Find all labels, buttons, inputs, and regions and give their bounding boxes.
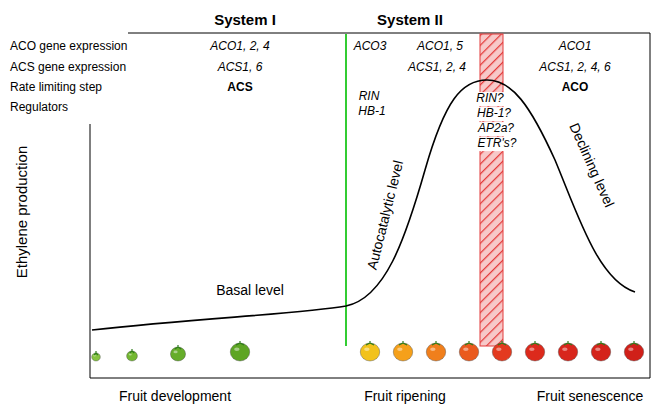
- tomato-highlight: [496, 348, 501, 352]
- gene-list: ACO3: [354, 40, 387, 54]
- gene-list: ACS1, 2, 4: [408, 61, 466, 75]
- tomato-row: [92, 341, 644, 361]
- gene-list: ACS1, 6: [218, 61, 263, 75]
- regulator-name: HB-1: [358, 105, 385, 119]
- tomato-calyx: [597, 341, 605, 345]
- stage-label: Fruit development: [119, 388, 231, 404]
- tomato-calyx: [130, 349, 135, 353]
- tomato: [558, 343, 577, 361]
- row-label: ACO gene expression: [10, 40, 127, 54]
- stage-label: Fruit senescence: [537, 388, 644, 404]
- tomato-calyx: [630, 341, 638, 345]
- system-divider: [345, 34, 347, 346]
- tomato: [459, 343, 478, 361]
- curve-label: Declining level: [566, 120, 617, 209]
- tomato-highlight: [430, 348, 435, 352]
- gene-list: ACS1, 2, 4, 6: [539, 61, 610, 75]
- tomato-highlight: [562, 348, 567, 352]
- tomato: [426, 343, 445, 361]
- tomato: [92, 353, 101, 361]
- tomato: [170, 347, 185, 361]
- row-label: ACS gene expression: [10, 61, 126, 75]
- rate-limiting-step: ACS: [227, 81, 252, 95]
- regulator-name: AP2a?: [476, 122, 516, 136]
- tomato: [393, 343, 412, 361]
- gene-list: ACO1, 2, 4: [210, 40, 269, 54]
- tomato-calyx: [236, 341, 244, 345]
- regulator-name: ETR's?: [476, 137, 519, 151]
- tomato-highlight: [364, 348, 369, 352]
- curve-label: Basal level: [216, 282, 284, 298]
- tomato-calyx: [175, 345, 181, 349]
- tomato-calyx: [465, 341, 473, 345]
- tomato-calyx: [531, 341, 539, 345]
- tomato-calyx: [432, 341, 440, 345]
- tomato-highlight: [129, 354, 132, 356]
- axis-title: Ethylene production: [13, 146, 30, 279]
- tomato-highlight: [173, 351, 177, 354]
- tomato-highlight: [463, 348, 468, 352]
- row-label: Rate limiting step: [10, 81, 102, 95]
- tomato-calyx: [399, 341, 407, 345]
- tomato: [360, 343, 379, 361]
- chart-frame: [90, 33, 650, 378]
- rate-limiting-step: ACO: [562, 81, 589, 95]
- tomato-highlight: [397, 348, 402, 352]
- regulator-name: HB-1?: [475, 107, 513, 121]
- tomato-calyx: [564, 341, 572, 345]
- gene-list: ACO1, 5: [417, 40, 463, 54]
- system-title: System II: [377, 11, 443, 28]
- tomato: [492, 343, 511, 361]
- regulator-name: RIN: [359, 90, 380, 104]
- gene-list: ACO1: [559, 40, 592, 54]
- tomato-calyx: [366, 341, 374, 345]
- system-title: System I: [214, 11, 276, 28]
- tomato-highlight: [234, 348, 239, 352]
- tomato: [624, 343, 643, 361]
- tomato-highlight: [628, 348, 633, 352]
- ethylene-curve: [92, 80, 635, 330]
- regulator-name: RIN?: [474, 92, 505, 106]
- tomato: [591, 343, 610, 361]
- tomato: [230, 343, 249, 361]
- tomato-calyx: [94, 351, 98, 355]
- tomato-highlight: [529, 348, 534, 352]
- curve-label: Autocatalytic level: [364, 159, 407, 272]
- tomato-calyx: [498, 341, 506, 345]
- stage-label: Fruit ripening: [364, 388, 446, 404]
- row-label: Regulators: [10, 101, 68, 115]
- tomato: [127, 351, 138, 361]
- tomato: [525, 343, 544, 361]
- tomato-highlight: [595, 348, 600, 352]
